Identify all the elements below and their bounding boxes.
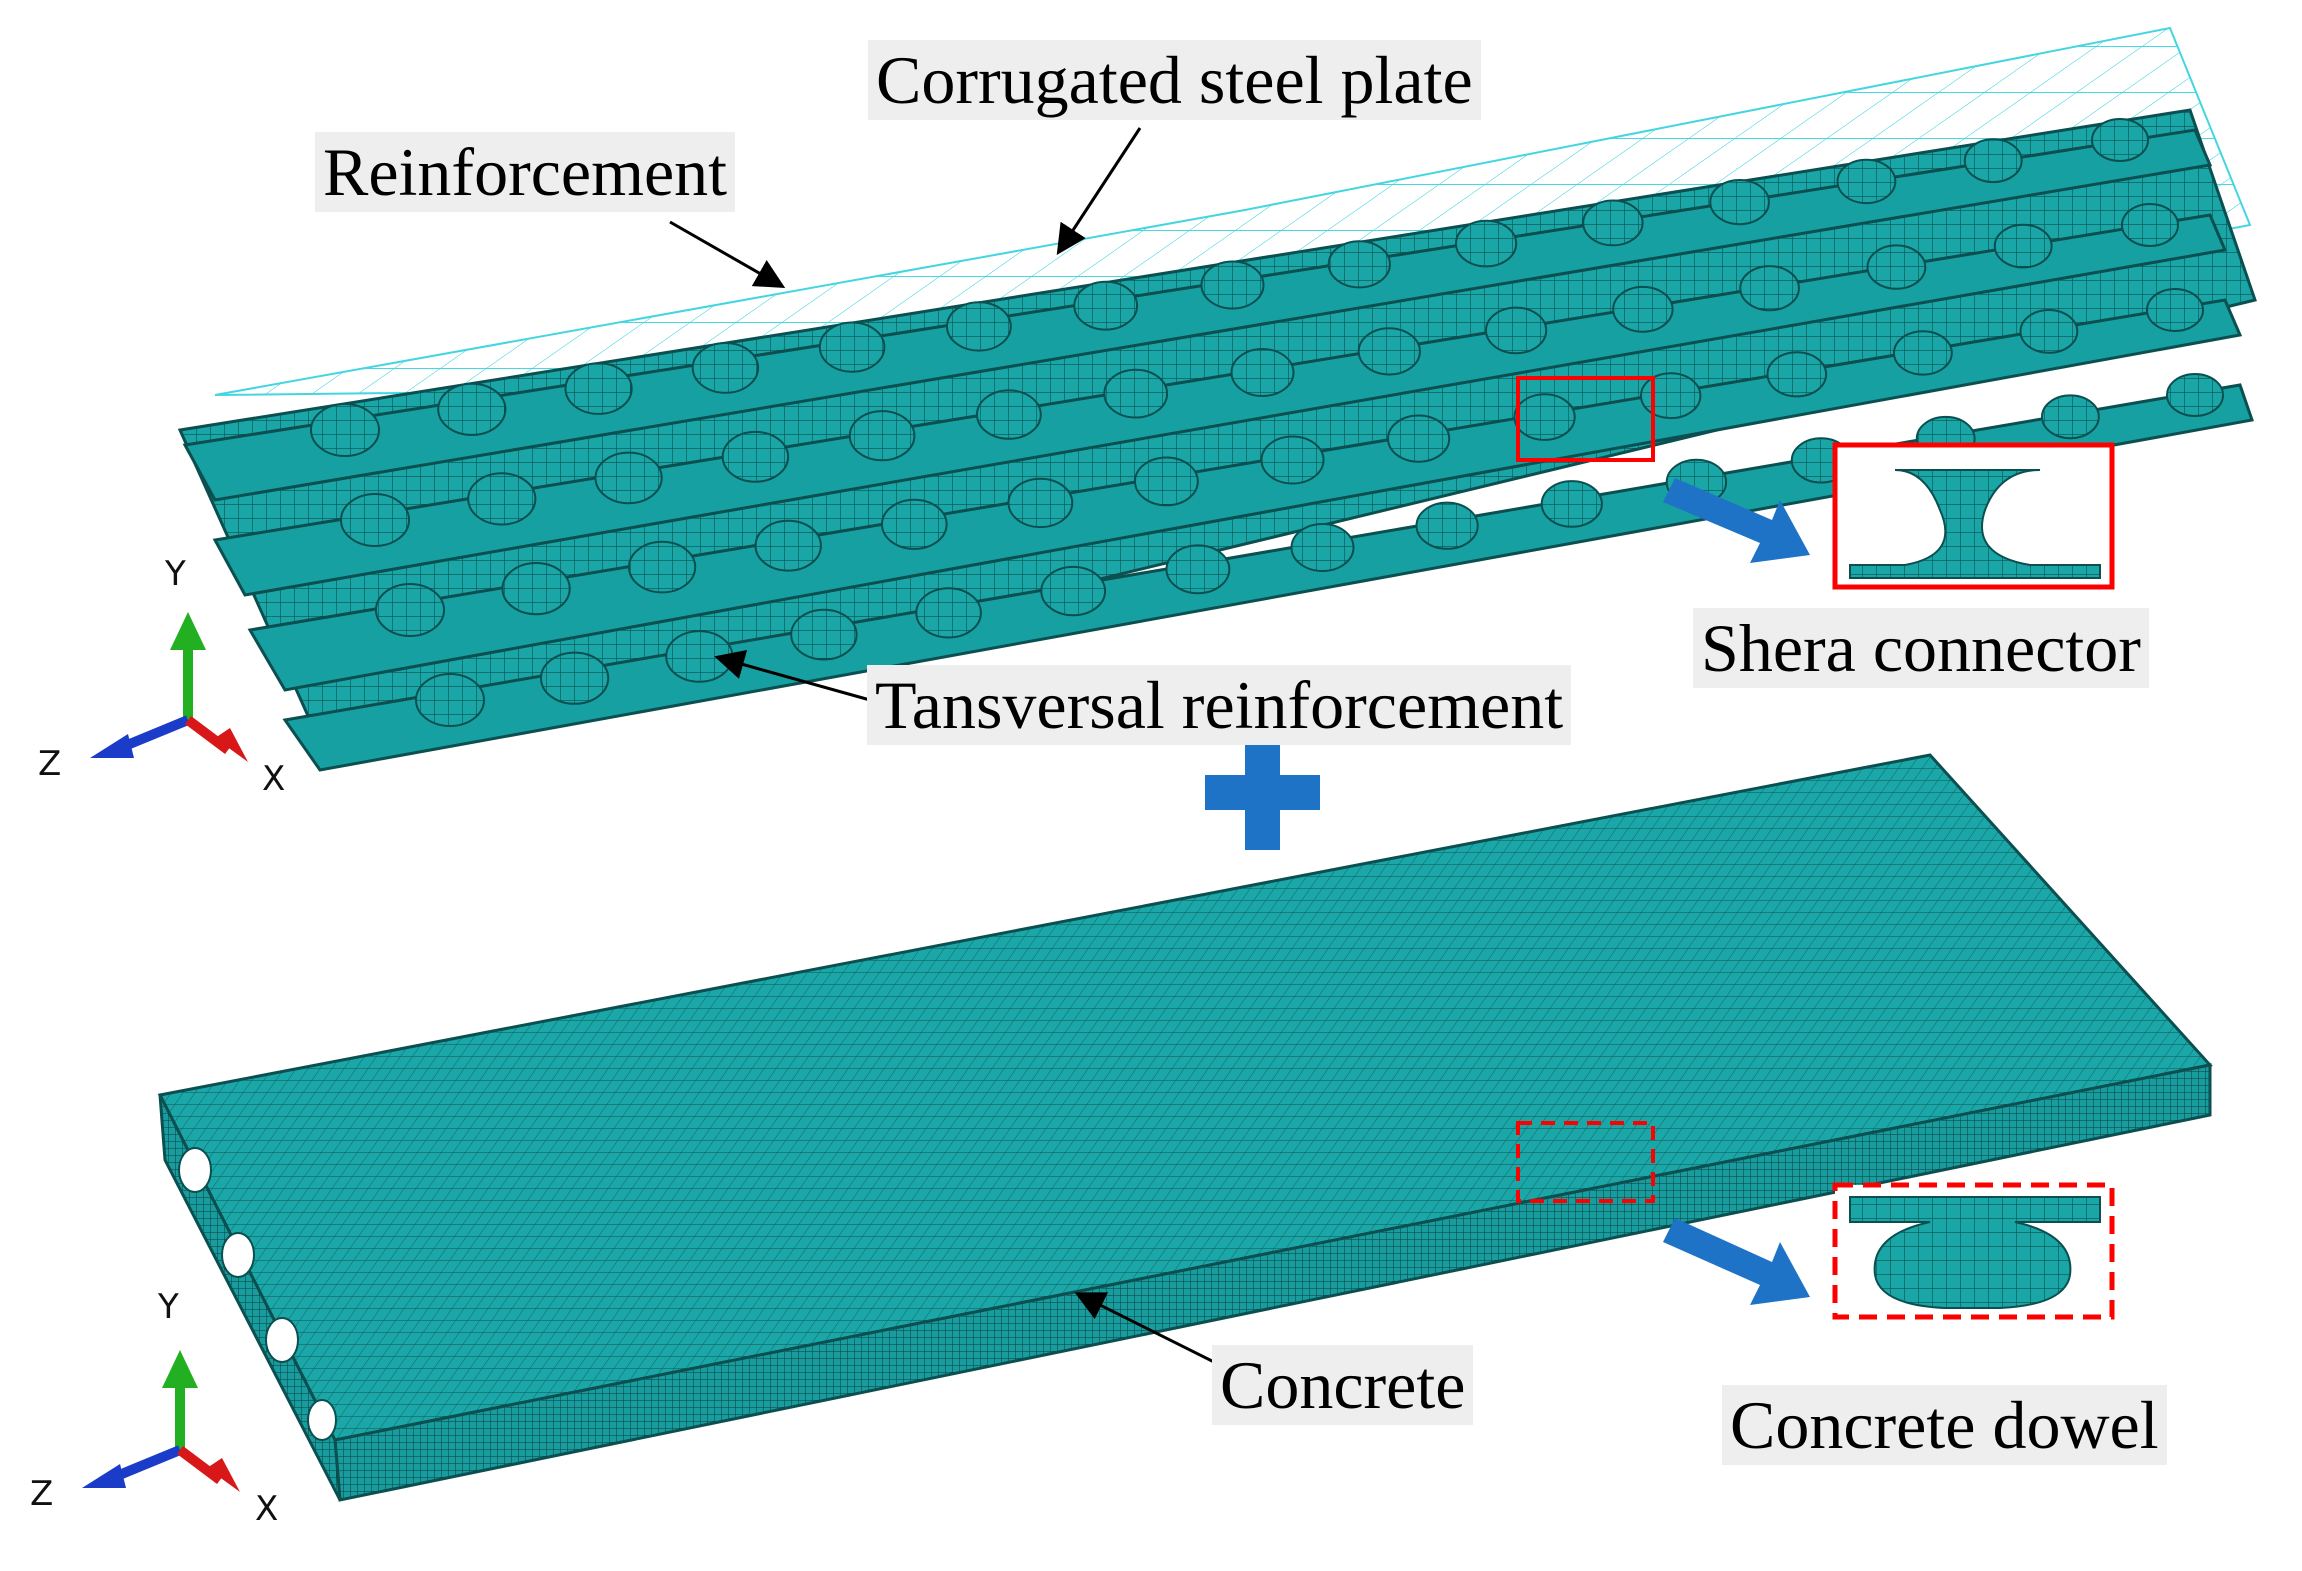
shear-connector-bump [1134,456,1199,507]
shear-connector-bump [790,608,858,661]
shear-connector-bump [1640,372,1702,420]
shear-connector-bump [2121,203,2179,247]
shear-connector-bump [1200,260,1265,310]
axis-y-label: Y [157,1287,179,1327]
shear-connector-bump [310,403,380,457]
plus-icon [1205,735,1320,850]
shear-connector-bump [818,321,886,373]
shear-connector-bump [437,382,507,436]
shear-connector-bump [1540,480,1603,528]
shear-connector-bump [1455,219,1518,268]
shear-connector-bump [375,583,445,637]
shear-connector-bump [946,301,1012,352]
concrete-top-face [157,753,2213,1442]
leader-reinforcement [669,220,786,288]
shear-connector-bump [1103,368,1169,419]
shear-connector-bump [2166,373,2224,417]
axis-z-label: Z [30,1474,53,1514]
concrete-dowel-inset [1832,1182,2115,1320]
shear-connector-bump [1963,138,2023,184]
shear-connector-bump [1612,285,1674,333]
shear-connector-bump [415,673,485,727]
shear-connector-highlight-box [1516,376,1655,462]
shear-connector-bump [754,519,822,572]
label-concrete-dowel: Concrete dowel [1722,1385,2167,1465]
concrete-dowel-highlight-box [1516,1121,1655,1203]
shear-connector-bump [1582,199,1644,247]
shear-connector-bump [1415,501,1479,550]
shear-connector-bump [1165,544,1231,595]
axis-y-label: Y [164,554,186,594]
shear-connector-bump [1739,265,1800,312]
axis-x-label: X [255,1489,278,1529]
shear-connector-bump [1290,523,1355,572]
label-corrugated-steel-plate: Corrugated steel plate [868,40,1481,120]
axis-x-label: X [262,759,285,799]
shear-connector-bump [691,342,760,394]
shear-connector-bump [1709,179,1770,226]
triad-icon: Y Z X [30,1287,278,1529]
shear-connector-bump [2091,118,2149,162]
shear-connector-bump [1327,240,1391,289]
shear-connector-bump [721,430,790,483]
shear-connector-bump [1040,565,1107,617]
triad-icon: Y Z X [38,554,285,799]
shear-connector-bump [501,562,571,616]
shear-connector-bump [564,362,633,415]
blue-arrow-icon [1663,1218,1810,1305]
shear-connector-bump [1357,327,1421,376]
shear-connector-bump [1260,435,1325,485]
leader-transversal [714,650,871,702]
shear-connector-bump [1230,348,1295,397]
label-shear-connector: Shera connector [1693,608,2149,688]
shear-connector-bump [2040,394,2100,440]
shear-connector-bump [976,389,1042,440]
shear-connector-bump [594,451,663,505]
shear-connector-inset [1832,442,2115,590]
shear-connector-bump [1766,351,1828,398]
axis-z-label: Z [38,744,61,784]
shear-connector-bump [848,410,916,462]
corrugation-ribs [182,128,2254,772]
shear-connector-bump [1007,477,1074,529]
shear-connector-bump [2019,309,2079,354]
shear-connector-bump [1073,280,1139,331]
shear-connector-bump [1866,244,1927,290]
leader-corrugated-plate [1056,127,1142,256]
shear-connector-bump [1993,223,2053,269]
shear-connector-bump [881,498,948,550]
blue-arrow-icon [1663,478,1810,563]
shear-connector-bump [1836,158,1897,205]
label-concrete: Concrete [1212,1345,1474,1425]
shear-connector-bump [1485,306,1548,355]
shear-connector-bump [915,587,982,639]
concrete-side-dowels [178,1147,337,1441]
label-reinforcement: Reinforcement [315,132,736,212]
shear-connector-bump [1387,414,1451,463]
shear-connector-bump [628,540,697,594]
shear-connector-bump [2146,288,2204,332]
shear-connector-bump [540,651,610,705]
shear-connector-bump [340,493,410,547]
concrete-slab [157,753,2213,1502]
shear-connector-bump [1893,330,1953,376]
shear-connector-bump [467,472,537,526]
shear-connector-bump [1513,393,1576,441]
shear-connector-bump [665,630,734,683]
label-tansversal-reinforcement: Tansversal reinforcement [867,665,1572,745]
